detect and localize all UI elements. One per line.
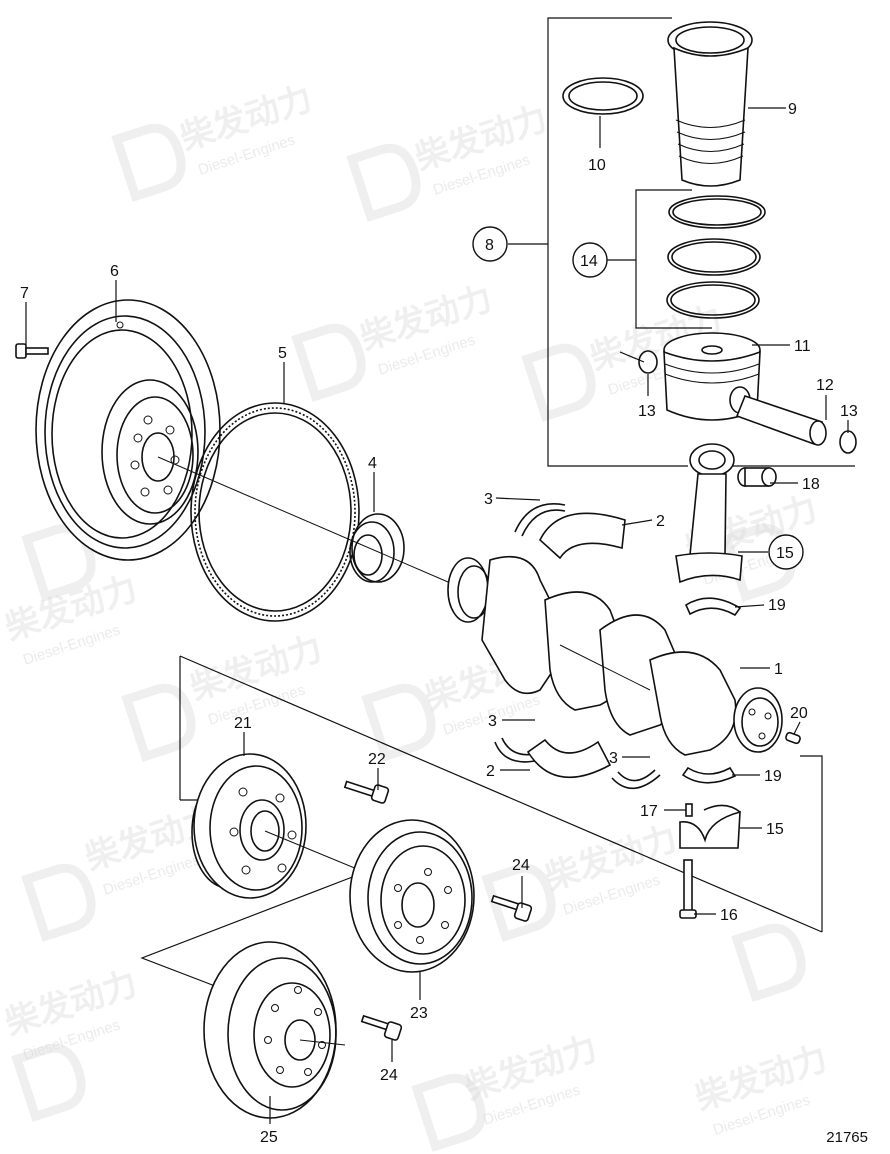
callout-14: 14 (580, 253, 598, 270)
watermark-logo-icon (21, 863, 96, 942)
callout-20: 20 (790, 705, 808, 722)
callout-8-circle (472, 226, 508, 262)
callout-5: 5 (278, 345, 287, 362)
conrod-bearing-upper (684, 597, 742, 617)
group-brackets (140, 17, 855, 987)
watermark-logo-icon (121, 683, 196, 762)
callout-4: 4 (368, 455, 377, 472)
callout-15: 15 (776, 545, 794, 562)
callout-15-circle (768, 534, 804, 570)
callout-14-circle (572, 242, 608, 278)
callout-18: 18 (802, 476, 820, 493)
cap-bolt (679, 859, 697, 919)
main-bearing-upper (539, 512, 626, 560)
callout-3: 3 (488, 713, 497, 730)
callout-15: 15 (766, 821, 784, 838)
front-pulley-axis (299, 1039, 346, 1046)
figure-number: 21765 (826, 1129, 868, 1146)
small-end-bushing (737, 467, 777, 487)
crankshaft-pulley (191, 753, 307, 899)
callout-9: 9 (788, 101, 797, 118)
callout-21: 21 (234, 715, 252, 732)
callout-labels: 1 2 2 3 3 3 4 5 6 7 8 9 10 11 12 13 13 1… (20, 101, 858, 1146)
watermark-logo-icon (291, 323, 366, 402)
watermark-logo-icon (361, 683, 436, 762)
main-bearing-lower (526, 738, 612, 778)
callout-2: 2 (656, 513, 665, 530)
watermark-logo-icon (111, 123, 186, 202)
assembly-axis (157, 456, 456, 586)
callout-3: 3 (609, 750, 618, 767)
callout-24: 24 (380, 1067, 398, 1084)
circlip-left (638, 350, 658, 374)
callout-8: 8 (485, 237, 494, 254)
dowel-pin (785, 731, 801, 745)
callout-23: 23 (410, 1005, 428, 1022)
callout-16: 16 (720, 907, 738, 924)
thrust-washer-lower-2 (611, 769, 661, 790)
piston (663, 332, 761, 421)
flywheel-bolt (15, 343, 49, 359)
callout-7: 7 (20, 285, 29, 302)
ring-gear (190, 402, 360, 622)
callout-1: 1 (774, 661, 783, 678)
callout-6: 6 (110, 263, 119, 280)
conrod-bearing-lower (681, 766, 737, 784)
thrust-washer-upper (514, 503, 566, 537)
damper-bolt-lower (360, 1014, 403, 1041)
callout-13: 13 (840, 403, 858, 420)
callout-12: 12 (816, 377, 834, 394)
connecting-rod (675, 443, 743, 584)
liner-seal-ring (562, 77, 644, 115)
connecting-rod-cap (679, 804, 741, 849)
piston-ring-oil (666, 281, 760, 319)
callout-3: 3 (484, 491, 493, 508)
callout-19: 19 (768, 597, 786, 614)
callout-24: 24 (512, 857, 530, 874)
cylinder-liner (667, 21, 753, 187)
watermark-logo-icon (346, 143, 421, 222)
watermark-logo-icon (521, 343, 596, 422)
watermark-logo-icon (731, 923, 806, 1002)
watermark-logo-icon (11, 1043, 86, 1122)
callout-19: 19 (764, 768, 782, 785)
rear-seal (349, 513, 405, 583)
cap-pin (685, 803, 693, 817)
crankshaft (447, 556, 783, 756)
damper-bolt-upper (490, 894, 533, 922)
callout-2: 2 (486, 763, 495, 780)
piston-ring-top (668, 195, 766, 229)
watermark-logo-icon (411, 1073, 486, 1152)
circlip-right (839, 430, 857, 454)
watermark-logo-icon (481, 863, 556, 942)
flywheel (35, 299, 221, 561)
watermark-logo-icon (21, 523, 96, 602)
front-pulley (203, 941, 337, 1119)
callout-22: 22 (368, 751, 386, 768)
pulley-bolt (343, 780, 390, 804)
vibration-damper (349, 819, 475, 973)
callout-11: 11 (794, 338, 811, 355)
leader-lines (25, 107, 849, 1124)
callout-13: 13 (638, 403, 656, 420)
callout-25: 25 (260, 1129, 278, 1146)
piston-ring-middle (667, 238, 761, 276)
callout-17: 17 (640, 803, 658, 820)
callout-10: 10 (588, 157, 606, 174)
piston-pin (735, 394, 827, 446)
